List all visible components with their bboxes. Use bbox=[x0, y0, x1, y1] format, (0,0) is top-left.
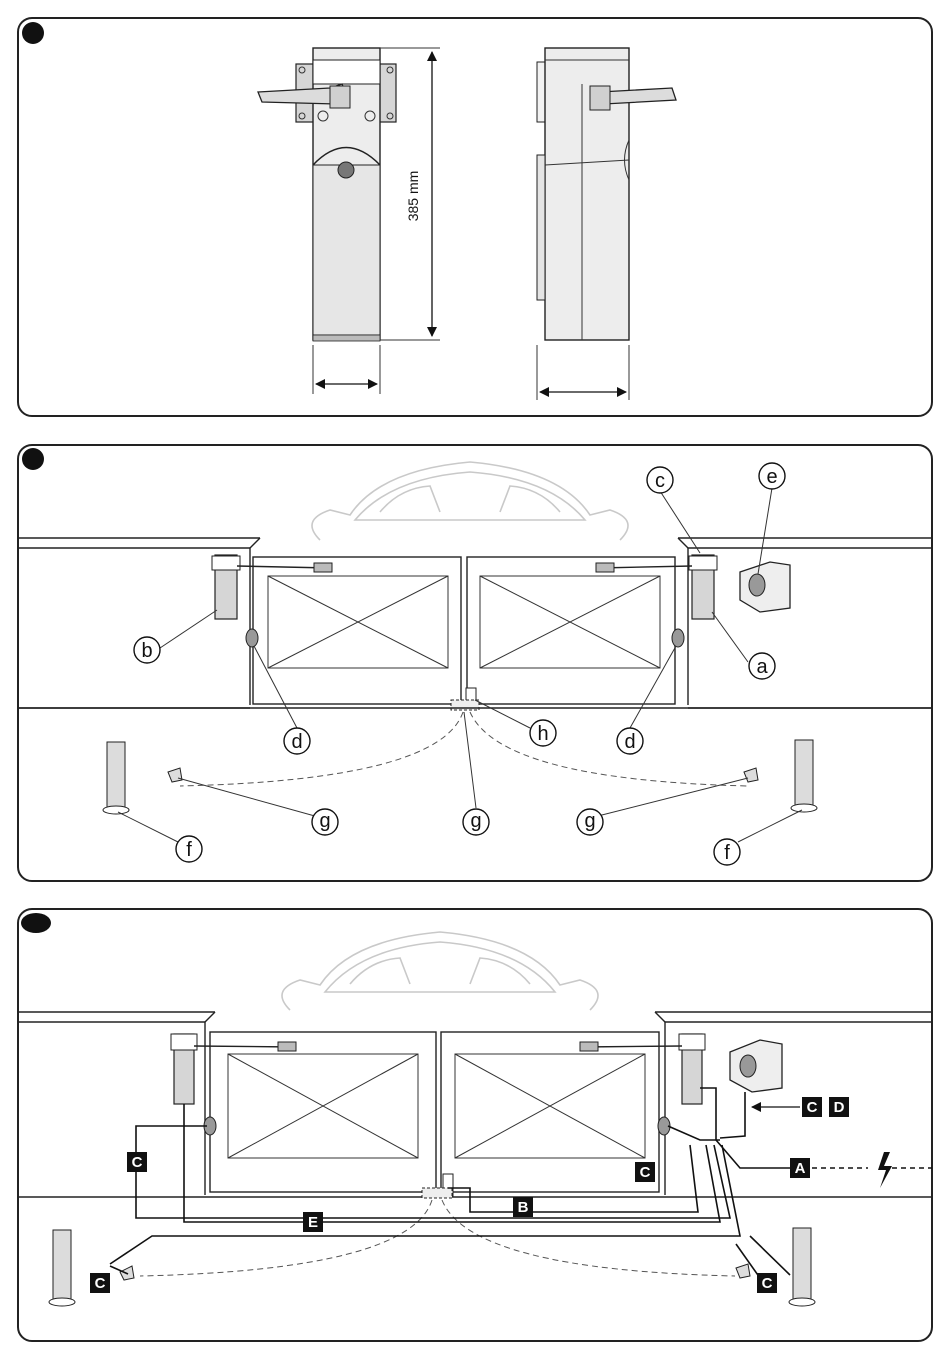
svg-text:g: g bbox=[584, 810, 595, 832]
photocell-right-d bbox=[672, 629, 684, 647]
key-selector-e bbox=[740, 562, 790, 612]
svg-text:C: C bbox=[132, 1154, 143, 1171]
callout-f-left: f bbox=[176, 836, 202, 862]
svg-text:f: f bbox=[186, 839, 192, 861]
callout-g-right: g bbox=[577, 809, 603, 835]
cable-label-c-selector: C bbox=[802, 1097, 822, 1117]
cable-label-c-column-left: C bbox=[90, 1273, 110, 1293]
svg-text:E: E bbox=[308, 1214, 318, 1231]
panel-2-marker bbox=[22, 448, 44, 470]
svg-text:C: C bbox=[95, 1275, 106, 1292]
svg-text:e: e bbox=[766, 466, 777, 488]
panel-2-installation-overview: c e b a d d h g g g f f bbox=[18, 445, 932, 881]
callout-g-left: g bbox=[312, 809, 338, 835]
column-right-f bbox=[791, 740, 817, 812]
panel-1-dimensions: 385 mm bbox=[18, 18, 932, 416]
svg-text:a: a bbox=[756, 656, 768, 678]
svg-text:C: C bbox=[807, 1099, 818, 1116]
svg-text:f: f bbox=[724, 842, 730, 864]
svg-text:d: d bbox=[291, 731, 302, 753]
svg-text:C: C bbox=[762, 1275, 773, 1292]
callout-c: c bbox=[647, 467, 673, 493]
callout-d-left: d bbox=[284, 728, 310, 754]
cable-label-a: A bbox=[790, 1158, 810, 1178]
panel-1-marker bbox=[22, 22, 44, 44]
cable-label-d: D bbox=[829, 1097, 849, 1117]
column-left-2 bbox=[49, 1230, 75, 1306]
callout-d-right: d bbox=[617, 728, 643, 754]
panel-3-marker bbox=[21, 913, 51, 933]
photocell-left-d bbox=[246, 629, 258, 647]
panel-3-wiring: C C C C C D A B E bbox=[18, 909, 932, 1341]
svg-text:D: D bbox=[834, 1099, 845, 1116]
cable-label-c-column-right: C bbox=[757, 1273, 777, 1293]
callout-a: a bbox=[749, 653, 775, 679]
cable-label-b: B bbox=[513, 1197, 533, 1217]
svg-text:B: B bbox=[518, 1199, 529, 1216]
column-left-f bbox=[103, 742, 129, 814]
svg-text:g: g bbox=[319, 810, 330, 832]
svg-text:C: C bbox=[640, 1164, 651, 1181]
cable-label-e: E bbox=[303, 1212, 323, 1232]
svg-text:c: c bbox=[655, 470, 665, 492]
svg-text:b: b bbox=[141, 640, 152, 662]
svg-text:A: A bbox=[795, 1160, 806, 1177]
callout-f-right: f bbox=[714, 839, 740, 865]
svg-text:h: h bbox=[537, 723, 548, 745]
callout-b: b bbox=[134, 637, 160, 663]
column-right-2 bbox=[789, 1228, 815, 1306]
svg-text:d: d bbox=[624, 731, 635, 753]
callout-h: h bbox=[530, 720, 556, 746]
cable-label-c-left: C bbox=[127, 1152, 147, 1172]
cable-label-c-photocell: C bbox=[635, 1162, 655, 1182]
callout-g-center: g bbox=[463, 809, 489, 835]
callout-e: e bbox=[759, 463, 785, 489]
svg-text:g: g bbox=[470, 810, 481, 832]
height-dimension-label: 385 mm bbox=[405, 171, 421, 222]
